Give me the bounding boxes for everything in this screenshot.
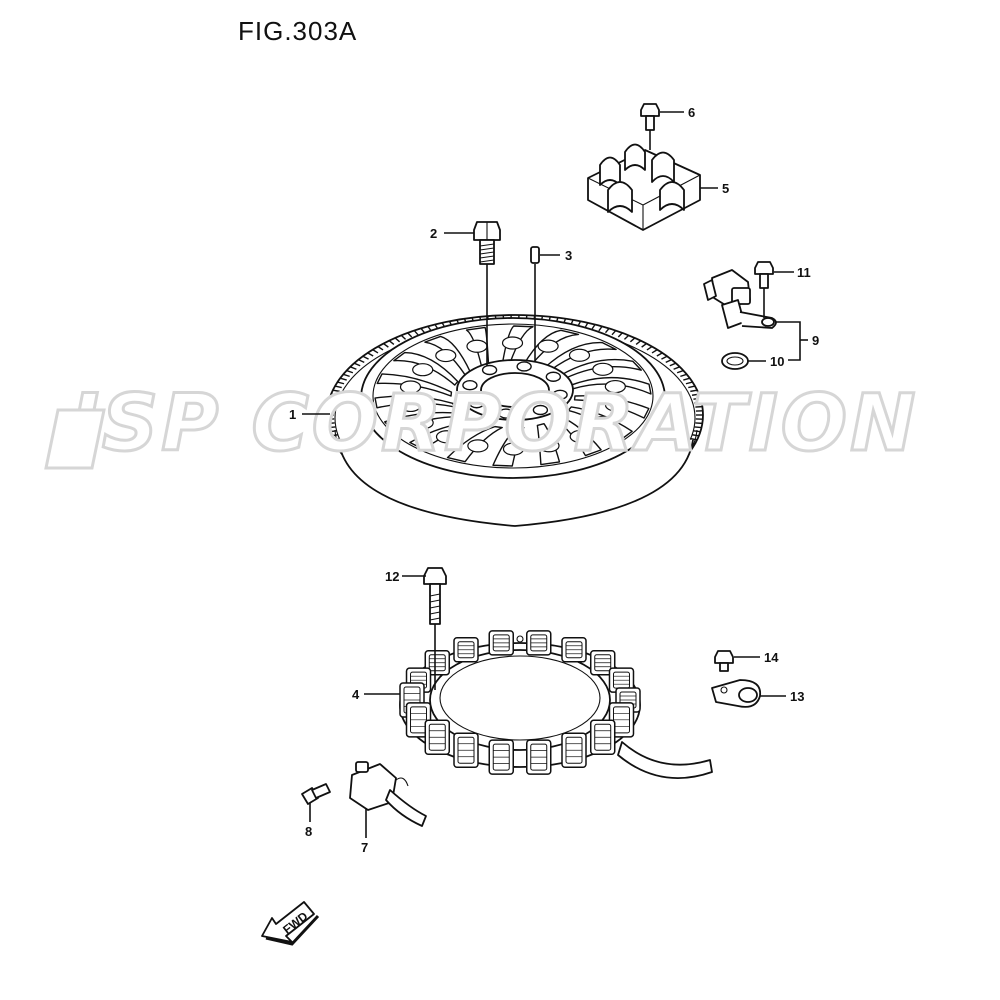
wire-clamp-block[interactable] (587, 143, 701, 231)
callout-1: 1 (289, 407, 296, 422)
stator-coil[interactable] (399, 630, 713, 779)
woodruff-key[interactable] (530, 246, 540, 362)
clamp-screw[interactable] (640, 103, 660, 150)
callout-8: 8 (305, 824, 312, 839)
callout-6: 6 (688, 105, 695, 120)
callout-11: 11 (797, 265, 811, 280)
figure-title: FIG.303A (238, 16, 357, 46)
pulser-sensor[interactable] (703, 269, 777, 329)
callout-7: 7 (361, 840, 368, 855)
leader-lines (302, 111, 808, 838)
stator-windings (399, 630, 641, 775)
stator-bolt[interactable] (423, 567, 447, 690)
callout-10: 10 (770, 354, 784, 369)
watermark-text: JSP CORPORATION (57, 379, 918, 469)
pickup-screw[interactable] (301, 783, 331, 805)
cable-clamp-screw[interactable] (714, 650, 734, 672)
callout-4: 4 (352, 687, 360, 702)
o-ring[interactable] (721, 352, 749, 370)
flywheel-bolt[interactable] (473, 221, 501, 366)
callout-13: 13 (790, 689, 804, 704)
forward-direction-arrow: FWD (261, 901, 320, 946)
callout-9: 9 (812, 333, 819, 348)
cable-clamp[interactable] (711, 679, 762, 708)
cooling-fan-blades (374, 325, 652, 467)
hub-bolt-holes (462, 361, 568, 419)
callout-14: 14 (764, 650, 779, 665)
watermark-logo-mark (44, 408, 106, 470)
flywheel-rotor[interactable] (326, 314, 704, 527)
callout-2: 2 (430, 226, 437, 241)
sensor-screw[interactable] (754, 261, 774, 318)
callout-12: 12 (385, 569, 399, 584)
pickup-coil[interactable] (349, 761, 427, 827)
callout-5: 5 (722, 181, 729, 196)
callout-3: 3 (565, 248, 572, 263)
